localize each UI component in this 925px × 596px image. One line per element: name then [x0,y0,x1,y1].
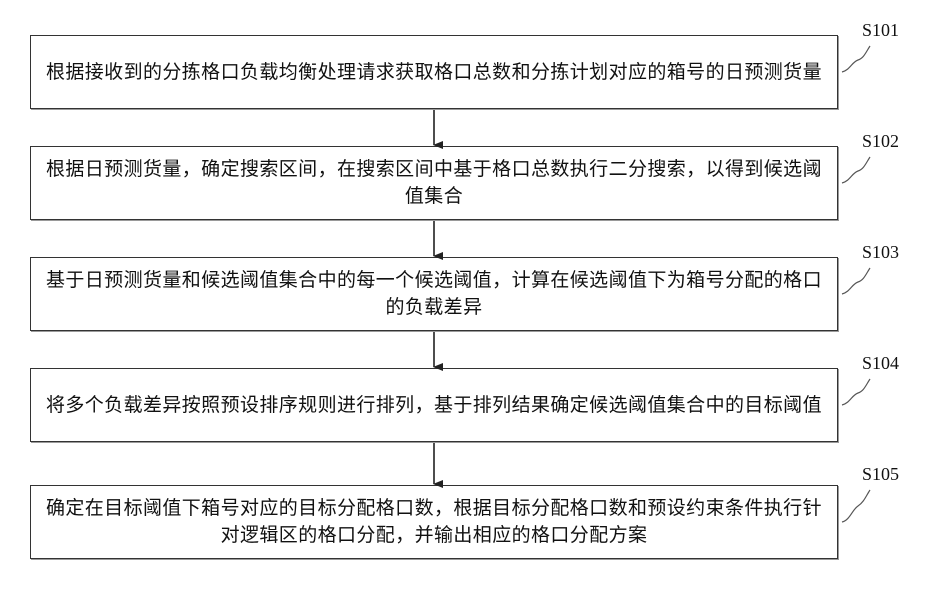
leader-s104 [842,379,870,405]
leader-s105 [842,490,870,522]
leader-s102 [842,157,870,183]
leader-s101 [842,46,870,72]
leader-s103 [842,268,870,294]
